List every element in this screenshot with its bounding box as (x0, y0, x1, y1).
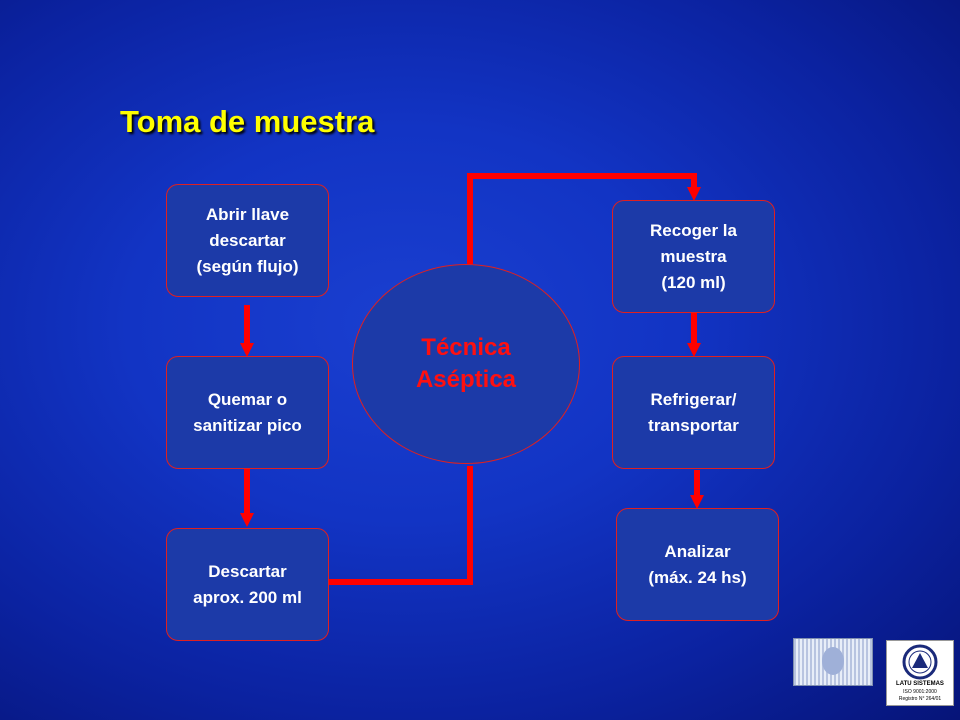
center-tecnica-aseptica: Técnica Aséptica (352, 264, 580, 464)
cert-line-2: ISO 9001:2000 (903, 689, 937, 695)
certification-seal-icon (902, 644, 938, 680)
step-quemar-sanitizar-label: Quemar o sanitizar pico (193, 389, 302, 435)
step-descartar-label: Descartar aprox. 200 ml (193, 561, 302, 607)
arrow-center-to-recoger (467, 173, 701, 264)
step-abrir-llave: Abrir llave descartar (según flujo) (166, 184, 329, 297)
step-analizar-label: Analizar (máx. 24 hs) (648, 541, 747, 587)
logo-mark-icon (822, 647, 844, 675)
step-recoger-muestra-label: Recoger la muestra (120 ml) (650, 220, 737, 292)
center-label: Técnica Aséptica (415, 334, 517, 393)
step-abrir-llave-label: Abrir llave descartar (según flujo) (196, 204, 299, 276)
iso-certification-logo: LATU SISTEMAS ISO 9001:2000 Registro N° … (886, 640, 954, 706)
connector-descartar-to-center (328, 466, 473, 585)
step-refrigerar-transportar-label: Refrigerar/ transportar (648, 389, 739, 435)
step-recoger-muestra: Recoger la muestra (120 ml) (612, 200, 775, 313)
step-descartar: Descartar aprox. 200 ml (166, 528, 329, 641)
cert-line-1: LATU SISTEMAS (896, 681, 944, 687)
slide-title: Toma de muestra (120, 104, 375, 139)
step-quemar-sanitizar: Quemar o sanitizar pico (166, 356, 329, 469)
company-logo (793, 638, 873, 686)
step-refrigerar-transportar: Refrigerar/ transportar (612, 356, 775, 469)
cert-line-3: Registro N° 264/01 (898, 696, 942, 702)
step-analizar: Analizar (máx. 24 hs) (616, 508, 779, 621)
